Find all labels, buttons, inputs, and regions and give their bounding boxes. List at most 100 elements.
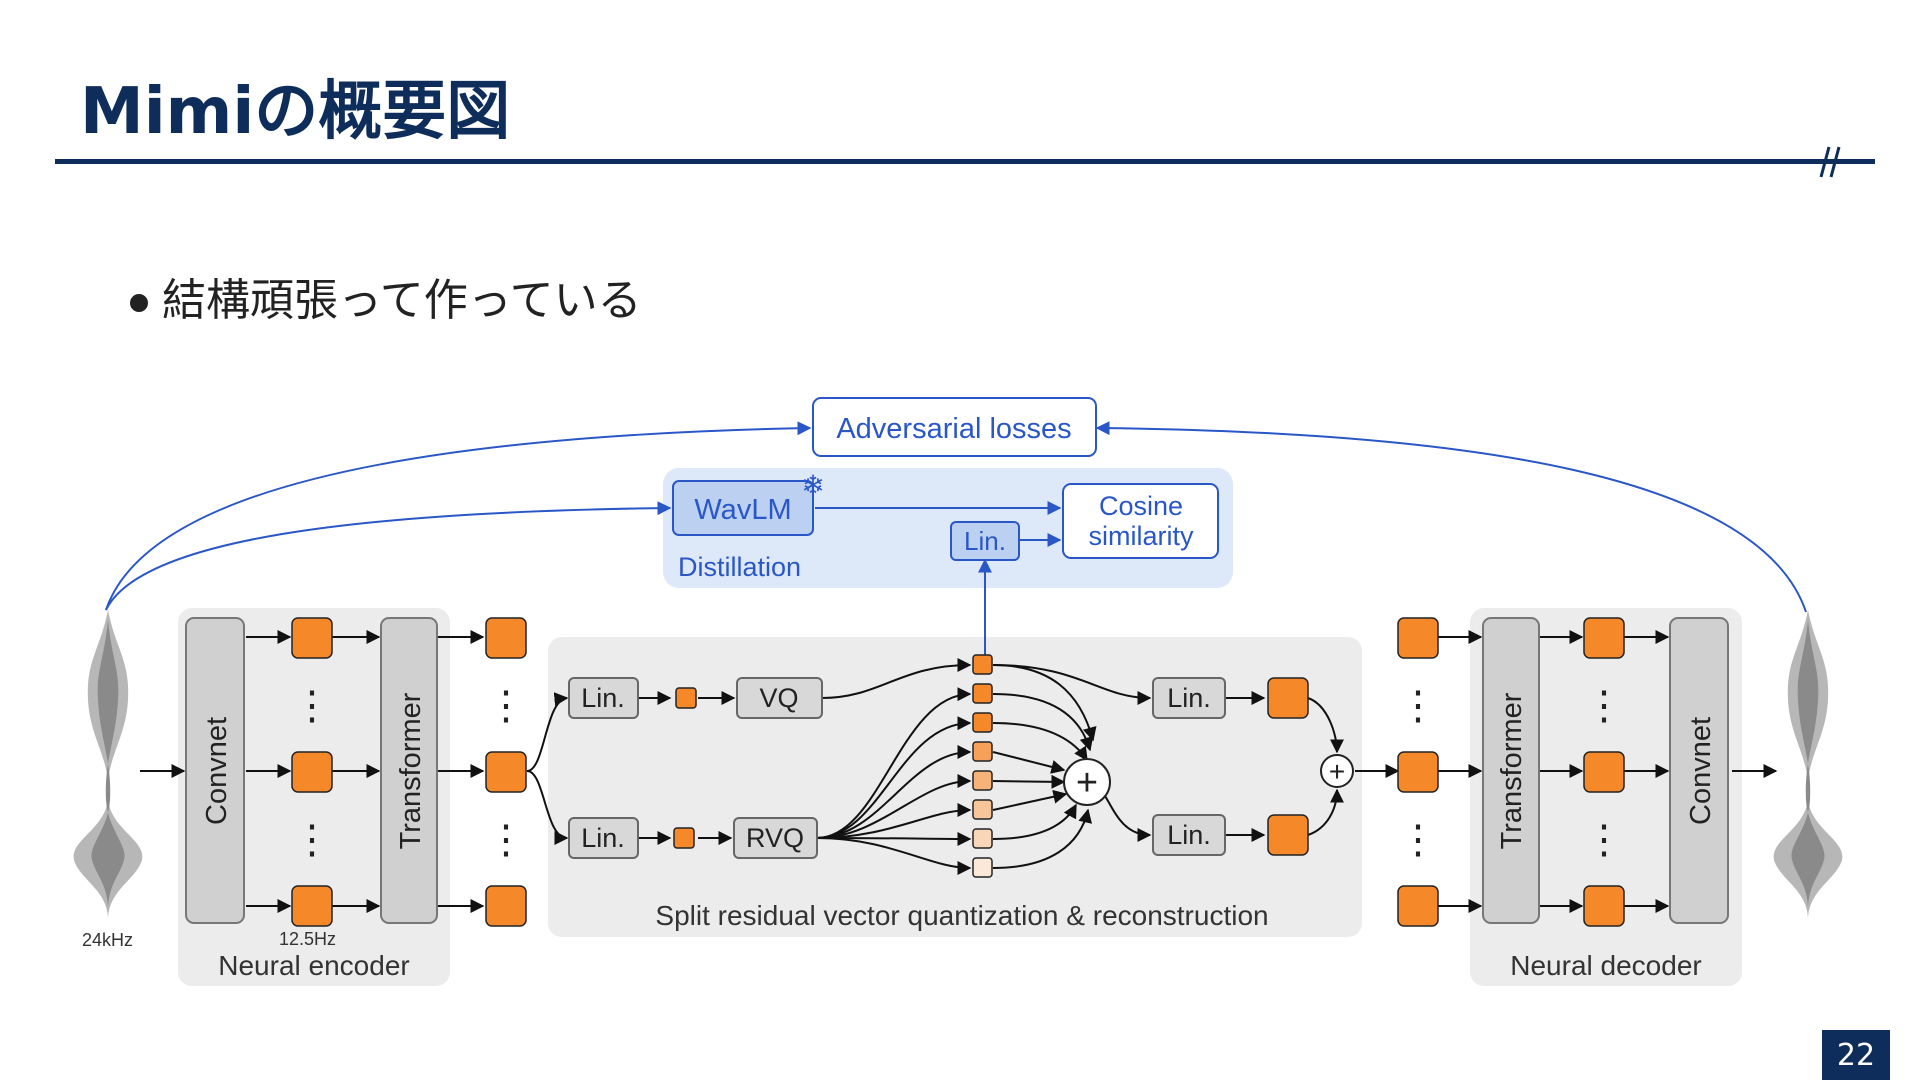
lin-bottom-box (568, 817, 639, 859)
wavlm-arrow-input (105, 501, 672, 611)
rvq-out-1 (816, 687, 972, 839)
rvq-out-5 (816, 803, 972, 839)
title-underline (55, 159, 1875, 164)
token-8 (972, 857, 993, 878)
decoder-convnet-label: Convnet (1685, 717, 1717, 825)
token-5 (972, 770, 993, 791)
encoder-transformer-label: Transformer (395, 692, 427, 849)
sum-in-3 (992, 722, 1088, 762)
dec-latent-2 (1397, 751, 1439, 793)
vq-output-embed (1267, 677, 1309, 719)
rvq-input-small (673, 827, 695, 849)
sum-in-8 (992, 808, 1093, 869)
lin-recon-top-box (1152, 677, 1226, 719)
distillation-label: Distillation (678, 552, 801, 582)
page-number: 22 (1822, 1030, 1890, 1080)
encoder-convnet-label: Convnet (201, 717, 233, 825)
dec-embed-3 (1583, 885, 1625, 927)
distill-lin-label: Lin. (964, 526, 1006, 556)
recon-sum-plus: + (1329, 756, 1345, 787)
lin-bottom-label: Lin. (581, 823, 625, 853)
enc-dots-2: ⋮ (292, 818, 332, 862)
dec-dots-1: ⋮ (1398, 684, 1438, 728)
dec-latent-1 (1397, 617, 1439, 659)
enc-embed-1 (291, 617, 333, 659)
enc-latent-1 (485, 617, 527, 659)
dec-dots-4: ⋮ (1584, 818, 1624, 862)
quantization-panel (548, 637, 1362, 937)
vq-input-small (675, 687, 697, 709)
rvq-output-embed (1267, 814, 1309, 856)
vq-to-lin-arrow (992, 664, 1152, 705)
dec-dots-2: ⋮ (1398, 818, 1438, 862)
vq-label: VQ (759, 683, 798, 713)
adversarial-losses-label: Adversarial losses (836, 413, 1071, 445)
sum-in-7 (992, 803, 1077, 840)
token-1 (972, 654, 993, 675)
token-7 (972, 828, 993, 849)
rvq-out-7 (816, 837, 972, 875)
similarity-label: similarity (1089, 521, 1194, 551)
residual-sum-circle (1063, 758, 1111, 806)
cosine-label: Cosine (1099, 491, 1183, 521)
recon-sum-circle (1320, 754, 1354, 788)
lin-recon-bottom-label: Lin. (1167, 820, 1211, 850)
lin-top-box (568, 677, 639, 719)
input-rate-label: 24kHz (82, 930, 133, 950)
sum-in-5 (992, 774, 1066, 789)
decoder-transformer-block (1482, 617, 1540, 924)
enc-embed-3 (291, 885, 333, 927)
split-arrow-bottom (526, 770, 569, 845)
bullet-text: 結構頑張って作っている (162, 275, 642, 326)
dec-latent-3 (1397, 885, 1439, 927)
rvq-out-6 (816, 831, 972, 846)
token-4 (972, 741, 993, 762)
token-3 (972, 712, 993, 733)
encoder-label: Neural encoder (218, 950, 409, 981)
output-waveform (1773, 610, 1843, 920)
lin-recon-bottom-box (1152, 814, 1226, 856)
encoder-convnet-block (185, 617, 245, 924)
cosine-similarity-box (1062, 483, 1219, 559)
adversarial-arrow-output (1095, 421, 1807, 613)
bullet-item: 結構頑張って作っている (130, 264, 642, 328)
underline-break-mark (1819, 146, 1841, 178)
quantization-label: Split residual vector quantization & rec… (655, 900, 1268, 931)
vq-out-arrow (821, 658, 972, 699)
slide-title: Mimiの概要図 (80, 75, 511, 149)
rvq-label: RVQ (746, 823, 804, 853)
token-6 (972, 799, 993, 820)
adversarial-arrow-input (105, 421, 812, 611)
decoder-convnet-block (1669, 617, 1729, 924)
distill-lin-box (950, 521, 1020, 561)
rvq-out-3 (816, 745, 972, 839)
enc-latent-3 (485, 885, 527, 927)
snowflake-icon: ❄ (801, 470, 824, 501)
sum-in-4 (992, 751, 1066, 774)
residual-sum-plus: + (1076, 762, 1098, 804)
sum-in-2 (992, 693, 1094, 752)
vq-box (736, 677, 823, 719)
top-embed-to-sum-arrow (1307, 697, 1344, 754)
decoder-label: Neural decoder (1510, 950, 1701, 981)
rvq-box (733, 817, 818, 859)
input-waveform (73, 610, 143, 920)
token-2 (972, 683, 993, 704)
split-arrow-top (526, 692, 569, 772)
dec-embed-2 (1583, 751, 1625, 793)
enc-embed-2 (291, 751, 333, 793)
dec-embed-1 (1583, 617, 1625, 659)
enc-latent-2 (485, 751, 527, 793)
sum-in-6 (992, 789, 1068, 811)
adversarial-losses-box (812, 397, 1097, 457)
enc-dots-4: ⋮ (486, 818, 526, 862)
rvq-out-4 (816, 774, 972, 839)
wavlm-box (672, 480, 814, 536)
rvq-out-2 (816, 716, 972, 839)
dec-dots-3: ⋮ (1584, 684, 1624, 728)
encoder-transformer-block (380, 617, 438, 924)
enc-dots-1: ⋮ (292, 684, 332, 728)
bullet-dot (130, 294, 148, 312)
lin-recon-top-label: Lin. (1167, 683, 1211, 713)
lin-top-label: Lin. (581, 683, 625, 713)
